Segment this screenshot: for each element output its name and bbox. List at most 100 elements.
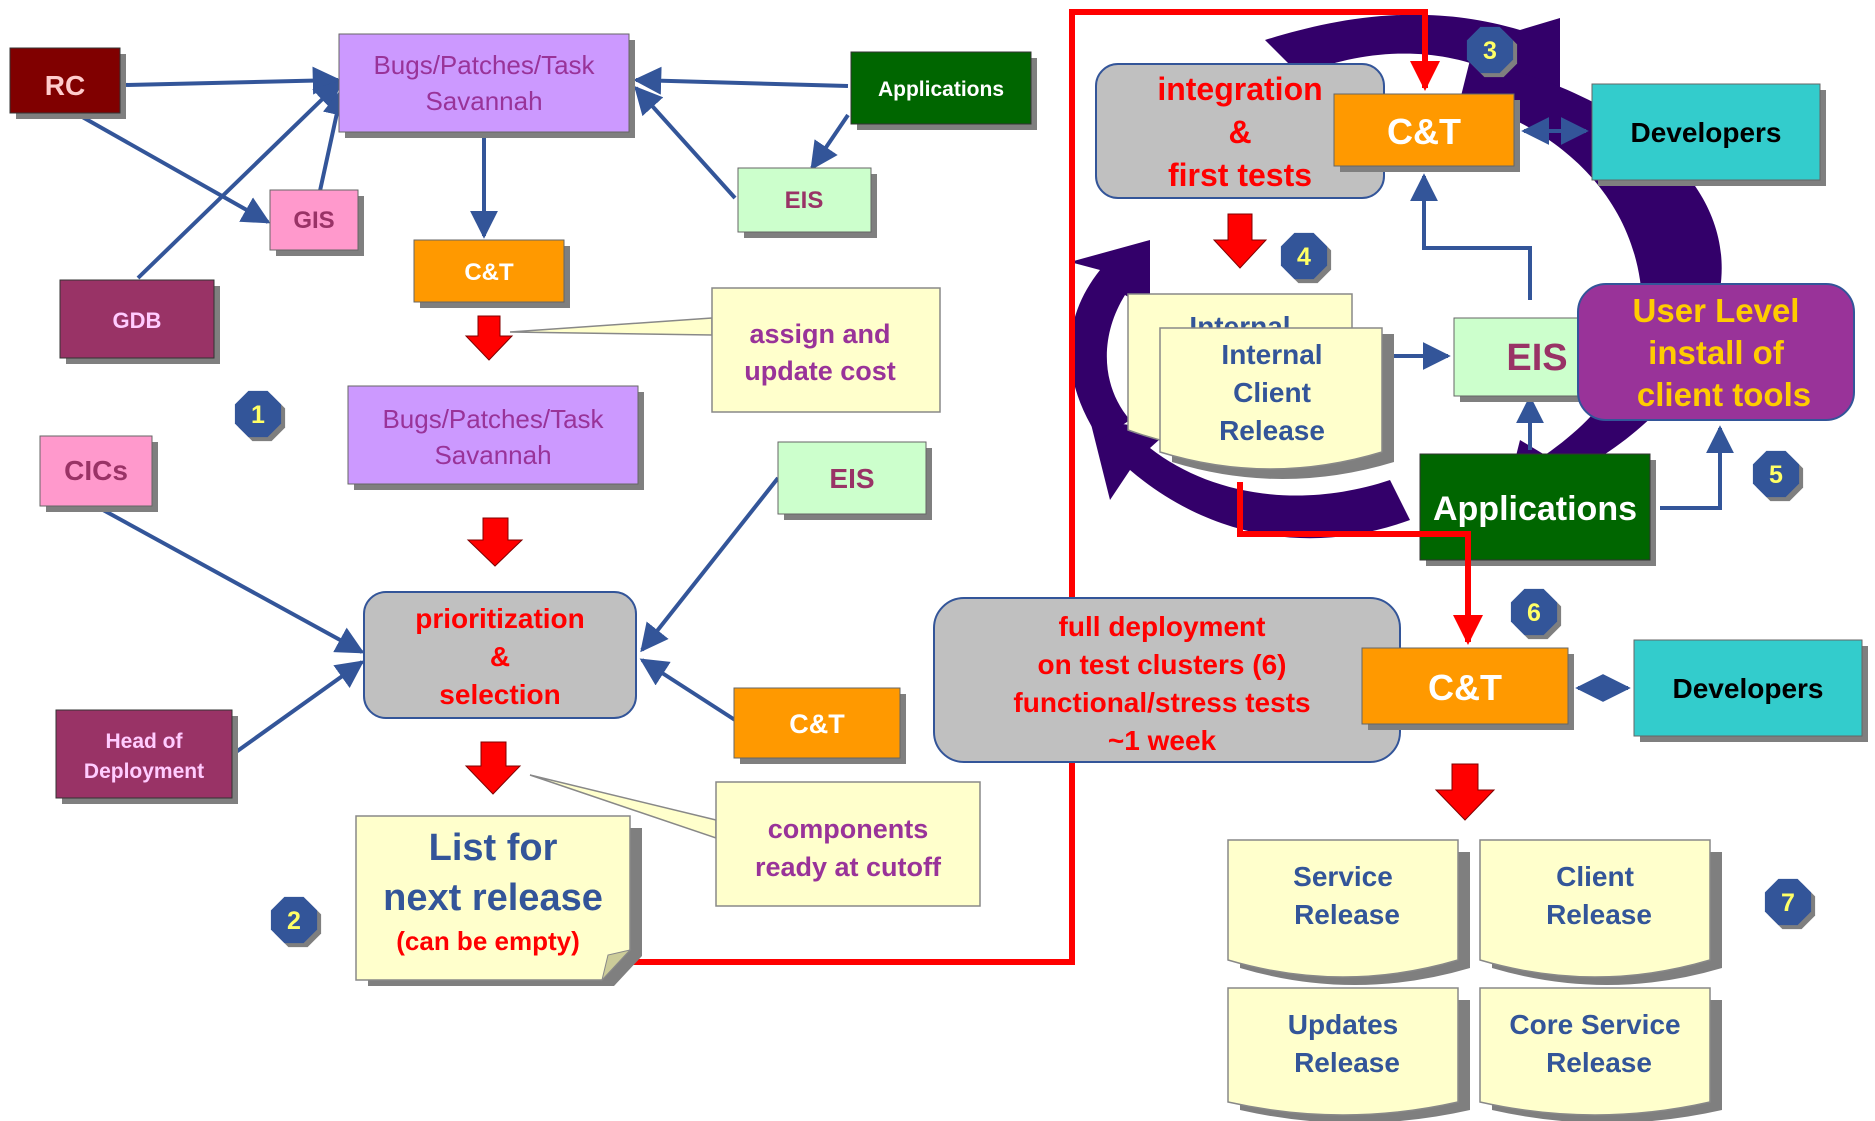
cics-label: CICs	[64, 455, 128, 486]
list-next-release[interactable]: List for next release (can be empty)	[355, 815, 642, 986]
user-line2: install of	[1648, 334, 1785, 371]
left-connectors	[69, 66, 850, 754]
down-arrow-4	[1212, 213, 1268, 269]
user-line1: User Level	[1633, 292, 1800, 329]
prio-line2: &	[490, 641, 510, 672]
step-badge-1: 1	[234, 390, 286, 442]
user-level-box[interactable]: User Level install of client tools	[1577, 283, 1855, 421]
step-badge-2: 2	[270, 896, 322, 948]
ct-top-label: C&T	[464, 259, 514, 286]
head-of-deployment-box[interactable]: Head of Deployment	[55, 709, 238, 804]
ct-box-mid[interactable]: C&T	[733, 687, 906, 764]
full-deployment-box[interactable]: full deployment on test clusters (6) fun…	[933, 597, 1401, 763]
note-components: components ready at cutoff	[715, 781, 981, 907]
eis-top-label: EIS	[785, 187, 824, 214]
step-badge-3: 3	[1466, 26, 1518, 78]
eis-box-top[interactable]: EIS	[737, 167, 877, 238]
ct-box-right-bottom[interactable]: C&T	[1361, 647, 1574, 730]
internal-line1: Internal	[1221, 339, 1322, 370]
full-line1: full deployment	[1059, 611, 1266, 642]
savannah-box-top[interactable]: Bugs/Patches/Task Savannah	[338, 33, 635, 138]
internal-client-release[interactable]: Internal Internal Client Release	[1127, 293, 1394, 479]
step-badge-4: 4	[1280, 232, 1332, 284]
step-badges: 1 2 3 4 5 6 7	[234, 26, 1816, 948]
integ-line3: first tests	[1168, 157, 1312, 193]
gdb-box[interactable]: GDB	[59, 279, 220, 364]
applications-right-label: Applications	[1433, 490, 1637, 528]
savannah-mid-line2: Savannah	[434, 440, 551, 470]
step-badge-7: 7	[1764, 878, 1816, 930]
full-line4: ~1 week	[1108, 725, 1217, 756]
step-badge-label: 6	[1527, 599, 1541, 627]
updates-release-doc[interactable]: Updates Release	[1227, 987, 1470, 1121]
note-assign-cost: assign and update cost	[711, 287, 941, 413]
updates-line2: Release	[1294, 1047, 1400, 1078]
ct-box-top[interactable]: C&T	[413, 239, 570, 308]
cics-box[interactable]: CICs	[39, 435, 158, 512]
list-line3: (can be empty)	[396, 926, 580, 956]
down-arrow-3	[464, 741, 522, 795]
core-line2: Release	[1546, 1047, 1652, 1078]
rc-box[interactable]: RC	[9, 47, 126, 119]
note-assign-line1: assign and	[749, 319, 890, 349]
user-line3: client tools	[1637, 376, 1811, 413]
note-comp-line1: components	[768, 814, 929, 844]
note-comp-line2: ready at cutoff	[755, 852, 942, 882]
release-flow-line	[630, 9, 1440, 965]
list-line1: List for	[429, 827, 558, 869]
right-connectors	[1382, 117, 1734, 702]
savannah-box-mid[interactable]: Bugs/Patches/Task Savannah	[347, 385, 644, 490]
ct-right-top-label: C&T	[1387, 111, 1461, 152]
step-badge-label: 4	[1297, 243, 1311, 271]
savannah-top-line2: Savannah	[425, 86, 542, 116]
eis-right-label: EIS	[1506, 337, 1567, 379]
integ-line2: &	[1228, 114, 1251, 150]
step-badge-label: 5	[1769, 461, 1783, 489]
gis-box[interactable]: GIS	[269, 189, 364, 256]
service-line1: Service	[1293, 861, 1393, 892]
prioritization-box[interactable]: prioritization & selection	[363, 591, 637, 719]
step-badge-label: 7	[1781, 889, 1795, 917]
head-line2: Deployment	[84, 760, 204, 783]
developers-bottom-label: Developers	[1673, 673, 1824, 704]
applications-box-top[interactable]: Applications	[850, 51, 1037, 130]
applications-box-right[interactable]: Applications	[1419, 453, 1656, 566]
savannah-top-line1: Bugs/Patches/Task	[373, 50, 595, 80]
note-assign-line2: update cost	[744, 356, 896, 386]
prio-line3: selection	[439, 679, 560, 710]
core-service-release-doc[interactable]: Core Service Release	[1479, 987, 1722, 1121]
step-badge-5: 5	[1752, 450, 1804, 502]
internal-line2: Client	[1233, 377, 1311, 408]
client-line2: Release	[1546, 899, 1652, 930]
prio-line1: prioritization	[415, 603, 585, 634]
ct-mid-label: C&T	[789, 709, 845, 739]
integ-line1: integration	[1157, 71, 1322, 107]
ct-right-bottom-label: C&T	[1428, 667, 1502, 708]
rc-label: RC	[45, 70, 85, 101]
callout-tail-assign	[509, 317, 713, 336]
head-line1: Head of	[105, 730, 183, 753]
full-line3: functional/stress tests	[1013, 687, 1310, 718]
step-badge-label: 3	[1483, 37, 1497, 65]
gis-label: GIS	[293, 207, 334, 234]
service-line2: Release	[1294, 899, 1400, 930]
step-badge-label: 1	[251, 401, 265, 429]
full-line2: on test clusters (6)	[1038, 649, 1287, 680]
client-release-doc[interactable]: Client Release	[1479, 839, 1722, 985]
internal-to-ct-line	[1237, 482, 1483, 645]
developers-top-label: Developers	[1631, 117, 1782, 148]
down-arrow-2	[466, 517, 524, 567]
eis-box-mid[interactable]: EIS	[777, 441, 932, 520]
savannah-mid-line1: Bugs/Patches/Task	[382, 404, 604, 434]
step-badge-label: 2	[287, 907, 301, 935]
client-line1: Client	[1556, 861, 1634, 892]
service-release-doc[interactable]: Service Release	[1227, 839, 1470, 985]
applications-top-label: Applications	[878, 78, 1004, 101]
ct-box-right-top[interactable]: C&T	[1333, 93, 1520, 172]
integration-box[interactable]: integration & first tests	[1095, 63, 1385, 199]
internal-line3: Release	[1219, 415, 1325, 446]
developers-box-top[interactable]: Developers	[1591, 83, 1826, 186]
down-arrow-5	[1434, 763, 1496, 821]
developers-box-bottom[interactable]: Developers	[1633, 639, 1868, 742]
